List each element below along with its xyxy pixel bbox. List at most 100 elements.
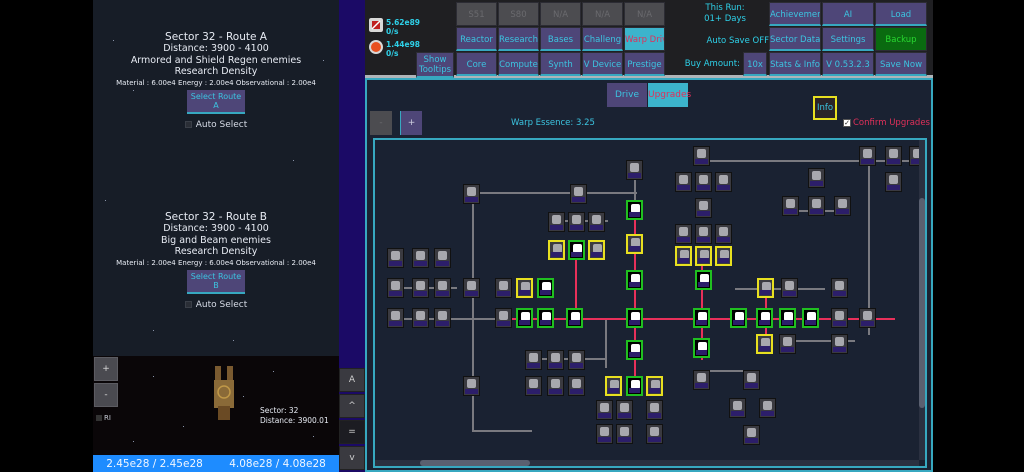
side-a-button[interactable]: A [339,368,365,392]
upgrade-node[interactable] [646,400,663,420]
upgrade-node[interactable] [387,248,404,268]
vertical-scroll-thumb[interactable] [919,198,925,408]
upgrade-node[interactable] [808,196,825,216]
warp-drive-button[interactable]: Warp Driv [624,27,665,51]
bases-button[interactable]: Bases [540,27,581,51]
zoom-plus-button[interactable]: + [400,111,422,135]
upgrade-node[interactable] [596,400,613,420]
na-button-2[interactable]: N/A [582,2,623,26]
upgrade-node[interactable] [743,425,760,445]
upgrade-node-available[interactable] [757,278,774,298]
upgrade-node[interactable] [626,160,643,180]
upgrade-node-available[interactable] [715,246,732,266]
s51-button[interactable]: S51 [456,2,497,26]
upgrade-node[interactable] [695,198,712,218]
info-button[interactable]: Info [813,96,837,120]
tab-drive[interactable]: Drive [607,83,647,107]
upgrade-node-available[interactable] [626,234,643,254]
horizontal-scrollbar[interactable] [375,460,919,466]
upgrade-node[interactable] [715,172,732,192]
menu-button[interactable]: = [339,420,365,444]
ri-checkbox[interactable] [96,415,102,421]
synth-button[interactable]: Synth [540,52,581,76]
upgrade-node-owned[interactable] [626,340,643,360]
upgrade-node[interactable] [570,184,587,204]
save-now-button[interactable]: Save Now [875,52,927,76]
upgrade-node[interactable] [387,308,404,328]
zoom-minus-button[interactable]: - [370,111,392,135]
upgrade-node[interactable] [779,334,796,354]
version-button[interactable]: V 0.53.2.3 [822,52,874,76]
upgrade-node[interactable] [434,308,451,328]
select-route-b-button[interactable]: Select Route B [187,269,245,294]
upgrade-node-available[interactable] [516,278,533,298]
upgrade-node-owned[interactable] [626,270,643,290]
horizontal-scroll-thumb[interactable] [420,460,530,466]
upgrade-node[interactable] [616,424,633,444]
upgrade-node[interactable] [729,398,746,418]
upgrade-node[interactable] [434,278,451,298]
upgrade-node[interactable] [463,376,480,396]
upgrade-node[interactable] [675,224,692,244]
upgrade-node[interactable] [859,308,876,328]
confirm-upgrades-toggle[interactable]: ✓ Confirm Upgrades [843,118,930,128]
upgrade-node[interactable] [412,248,429,268]
upgrade-node[interactable] [743,370,760,390]
upgrade-node[interactable] [568,350,585,370]
upgrade-node[interactable] [525,376,542,396]
scroll-down-button[interactable]: v [339,446,365,470]
upgrade-node[interactable] [412,278,429,298]
upgrade-node-available[interactable] [675,246,692,266]
upgrade-node[interactable] [831,308,848,328]
upgrade-node[interactable] [596,424,613,444]
upgrade-node[interactable] [781,278,798,298]
upgrade-node-available[interactable] [695,246,712,266]
v-device-button[interactable]: V Device [582,52,623,76]
upgrade-node[interactable] [434,248,451,268]
upgrade-node-available[interactable] [605,376,622,396]
select-route-a-button[interactable]: Select Route A [187,89,245,114]
upgrade-node[interactable] [782,196,799,216]
achievements-button[interactable]: Achievemen [769,2,821,26]
na-button-3[interactable]: N/A [624,2,665,26]
auto-save-status[interactable]: Auto Save OFF [706,36,769,46]
upgrade-node-owned[interactable] [756,308,773,328]
confirm-checkbox[interactable]: ✓ [843,119,851,127]
buy-amount-button[interactable]: 10x [743,52,767,76]
upgrade-node[interactable] [885,146,902,166]
upgrade-node-owned[interactable] [626,200,643,220]
upgrade-node-owned[interactable] [537,278,554,298]
upgrade-node-owned[interactable] [693,308,710,328]
upgrade-node[interactable] [568,376,585,396]
reactor-button[interactable]: Reactor [456,27,497,51]
route-a-auto-select[interactable]: Auto Select [93,120,339,130]
upgrade-node[interactable] [616,400,633,420]
upgrade-node[interactable] [715,224,732,244]
ri-toggle[interactable]: RI [96,414,111,422]
upgrade-node[interactable] [463,278,480,298]
upgrade-node-available[interactable] [756,334,773,354]
upgrade-node[interactable] [693,146,710,166]
route-b-auto-select[interactable]: Auto Select [93,300,339,310]
upgrade-node-available[interactable] [588,240,605,260]
zoom-out-button[interactable]: - [94,383,118,407]
upgrade-node-owned[interactable] [730,308,747,328]
upgrade-node[interactable] [387,278,404,298]
upgrade-node[interactable] [759,398,776,418]
upgrade-node[interactable] [834,196,851,216]
upgrade-node[interactable] [695,172,712,192]
auto-select-checkbox[interactable] [184,121,192,128]
upgrade-node-owned[interactable] [693,338,710,358]
core-button[interactable]: Core [456,52,497,76]
upgrade-node[interactable] [646,424,663,444]
upgrade-node-owned[interactable] [802,308,819,328]
upgrade-node[interactable] [885,172,902,192]
sector-data-button[interactable]: Sector Data [769,27,821,51]
show-tooltips-button[interactable]: Show Tooltips [416,52,454,78]
upgrade-node-available[interactable] [646,376,663,396]
upgrade-node[interactable] [547,376,564,396]
upgrade-node[interactable] [831,334,848,354]
upgrade-node[interactable] [675,172,692,192]
upgrade-node[interactable] [548,212,565,232]
ai-button[interactable]: AI [822,2,874,26]
